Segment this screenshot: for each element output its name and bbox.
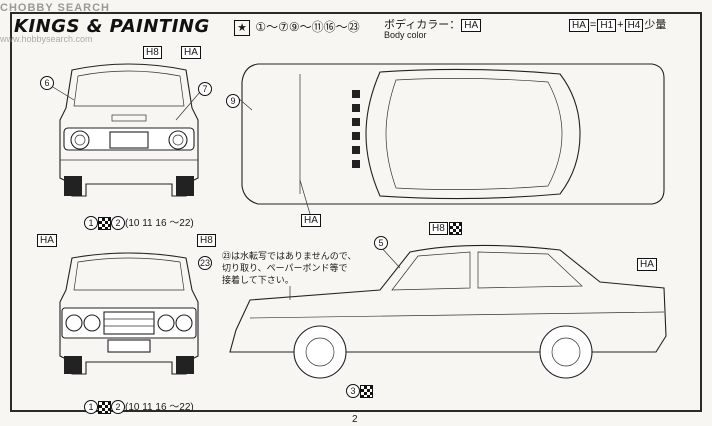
top-view-drawing	[241, 63, 665, 205]
callout-23: 23	[198, 256, 212, 270]
callout-h8-side: H8	[428, 222, 462, 236]
body-color-en: Body color	[384, 30, 427, 40]
callout-h8-rear: H8	[142, 46, 163, 59]
front-view-drawing	[59, 252, 199, 375]
callout-ha-top: HA	[300, 214, 322, 227]
parts-range: ★ ①～⑦⑨～⑪⑯～㉓	[234, 18, 360, 36]
body-color-jp: ボディカラー：HA	[384, 16, 482, 32]
callout-9: 9	[226, 94, 240, 108]
callout-5: 5	[374, 236, 388, 250]
callout-3: 3	[346, 384, 373, 398]
callout-ha-rear: HA	[180, 46, 202, 59]
page-title: KINGS & PAINTING	[14, 16, 210, 37]
callout-ha-side: HA	[636, 258, 658, 271]
watermark-text: CHOBBY SEARCH	[0, 2, 110, 14]
page-number: 2	[352, 414, 358, 425]
parts-range-text: ①～⑦⑨～⑪⑯～㉓	[255, 20, 360, 34]
callout-7: 7	[198, 82, 212, 96]
callout-6: 6	[40, 76, 54, 90]
side-view-drawing	[229, 244, 667, 379]
callout-ha-front: HA	[36, 234, 58, 247]
watermark-url: www.hobbysearch.com	[0, 34, 93, 44]
star-icon: ★	[234, 20, 250, 36]
decal-note: ㉓は水転写ではありませんので、 切り取り、ペーパーボンド等で 接着して下さい。	[222, 251, 357, 285]
callout-h8-front: H8	[196, 234, 217, 247]
instruction-frame	[10, 12, 702, 412]
rear-view-drawing	[59, 63, 199, 197]
color-box-ha: HA	[461, 19, 482, 32]
